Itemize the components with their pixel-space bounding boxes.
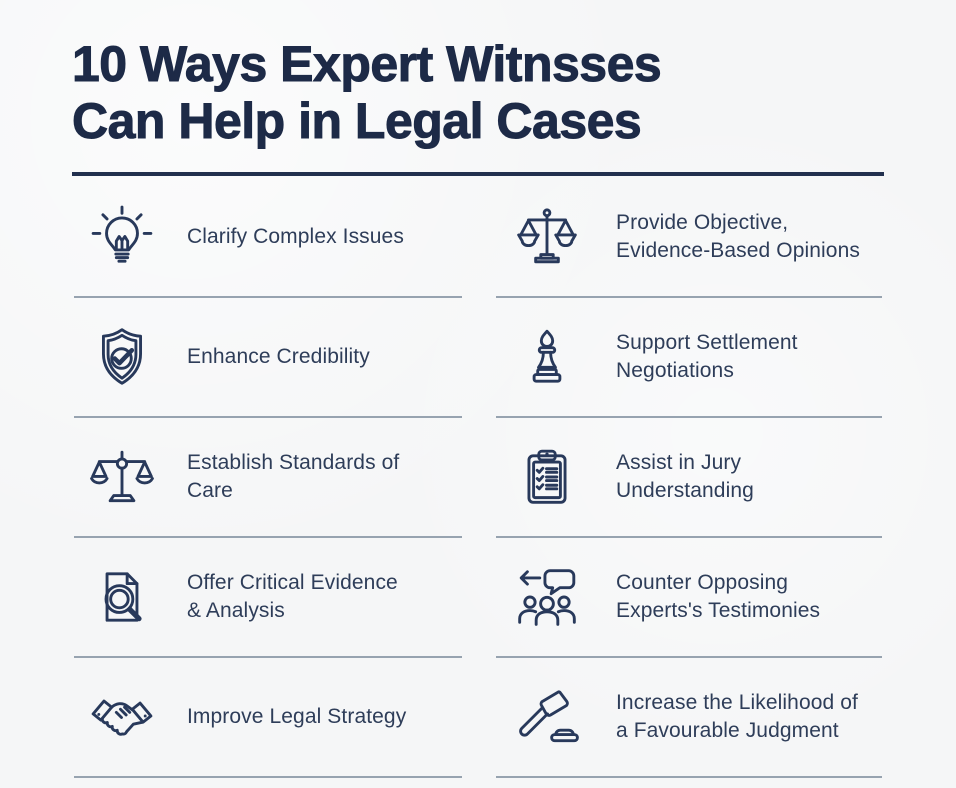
list-item: Assist in Jury Understanding	[496, 418, 882, 538]
item-label: Clarify Complex Issues	[187, 225, 404, 248]
item-label: Improve Legal Strategy	[187, 705, 407, 728]
lightbulb-icon	[89, 204, 155, 270]
item-label: Enhance Credibility	[187, 345, 370, 368]
balance-scale-icon	[89, 444, 155, 510]
item-label: Increase the Likelihood of a Favourable …	[616, 691, 858, 742]
list-item: Increase the Likelihood of a Favourable …	[496, 658, 882, 778]
list-item: Offer Critical Evidence & Analysis	[74, 538, 462, 658]
item-label: Support Settlement Negotiations	[616, 331, 798, 382]
list-item: Establish Standards of Care	[74, 418, 462, 538]
title-line-2: Can Help in Legal Cases	[71, 93, 642, 150]
gavel-icon	[514, 684, 580, 750]
page-title: 10 Ways Expert Witnsses Can Help in Lega…	[71, 36, 662, 150]
scales-of-justice-icon	[514, 204, 580, 270]
document-magnifier-icon	[89, 564, 155, 630]
item-label: Counter Opposing Experts's Testimonies	[616, 571, 821, 622]
list-item: Support Settlement Negotiations	[496, 298, 882, 418]
handshake-icon	[89, 684, 155, 750]
title-divider	[72, 172, 884, 176]
title-line-1: 10 Ways Expert Witnsses	[71, 36, 662, 93]
people-speech-arrow-icon	[514, 564, 580, 630]
list-item: Enhance Credibility	[74, 298, 462, 418]
list-item: Improve Legal Strategy	[74, 658, 462, 778]
list-item: Provide Objective, Evidence-Based Opinio…	[496, 178, 882, 298]
left-column: Clarify Complex Issues Enhance Credibili…	[74, 178, 462, 778]
item-label: Offer Critical Evidence & Analysis	[187, 571, 398, 622]
item-label: Establish Standards of Care	[187, 451, 400, 502]
right-column: Provide Objective, Evidence-Based Opinio…	[496, 178, 882, 778]
shield-check-icon	[89, 324, 155, 390]
list-item: Clarify Complex Issues	[74, 178, 462, 298]
chess-pawn-icon	[514, 324, 580, 390]
list-item: Counter Opposing Experts's Testimonies	[496, 538, 882, 658]
checklist-clipboard-icon	[514, 444, 580, 510]
item-label: Provide Objective, Evidence-Based Opinio…	[616, 211, 860, 262]
item-label: Assist in Jury Understanding	[616, 451, 754, 502]
